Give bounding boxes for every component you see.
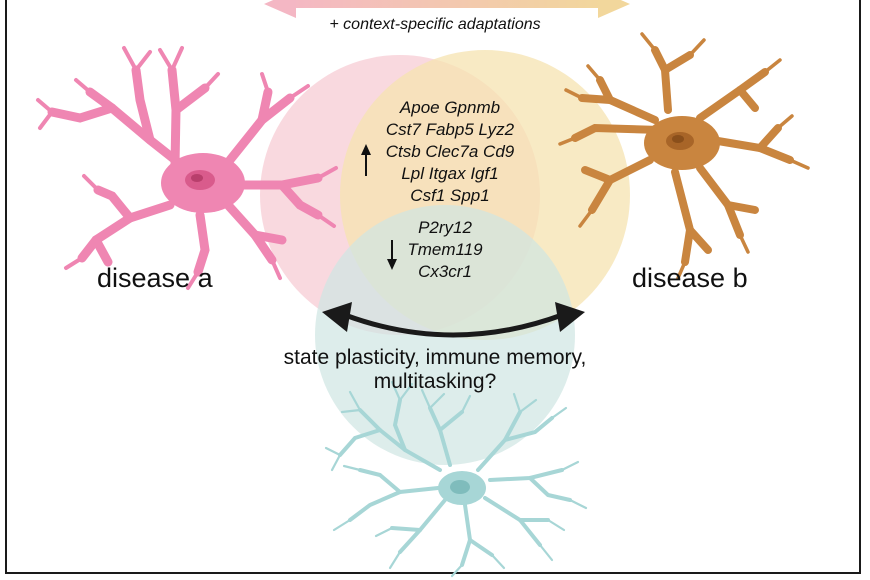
microglia-icon <box>36 46 338 290</box>
gene-row-down: Cx3cr1 <box>418 262 472 281</box>
disease-a-label: disease a <box>97 263 213 293</box>
plasticity-label-line2: multitasking? <box>373 370 497 393</box>
plasticity-label-line1: state plasticity, immune memory, <box>283 346 587 369</box>
microglia-icon <box>324 380 588 578</box>
up-arrow-icon <box>361 144 371 176</box>
gene-row-up: Apoe Gpnmb <box>399 98 501 117</box>
context-arrow <box>264 0 630 18</box>
gene-row-up: Ctsb Clec7a Cd9 <box>385 142 515 161</box>
gene-row-down: Tmem119 <box>407 240 483 259</box>
disease-b-label: disease b <box>632 263 748 293</box>
gene-row-down: P2ry12 <box>418 218 472 237</box>
gene-row-up: Csf1 Spp1 <box>410 186 490 205</box>
double-arrow-icon <box>322 302 585 338</box>
gene-row-up: Cst7 Fabp5 Lyz2 <box>385 120 515 139</box>
gene-row-up: Lpl Itgax Igf1 <box>401 164 499 183</box>
microglia-icon <box>558 32 810 280</box>
down-arrow-icon <box>387 240 397 270</box>
venn-diagram <box>260 50 630 465</box>
context-adaptations-label: + context-specific adaptations <box>329 16 541 33</box>
